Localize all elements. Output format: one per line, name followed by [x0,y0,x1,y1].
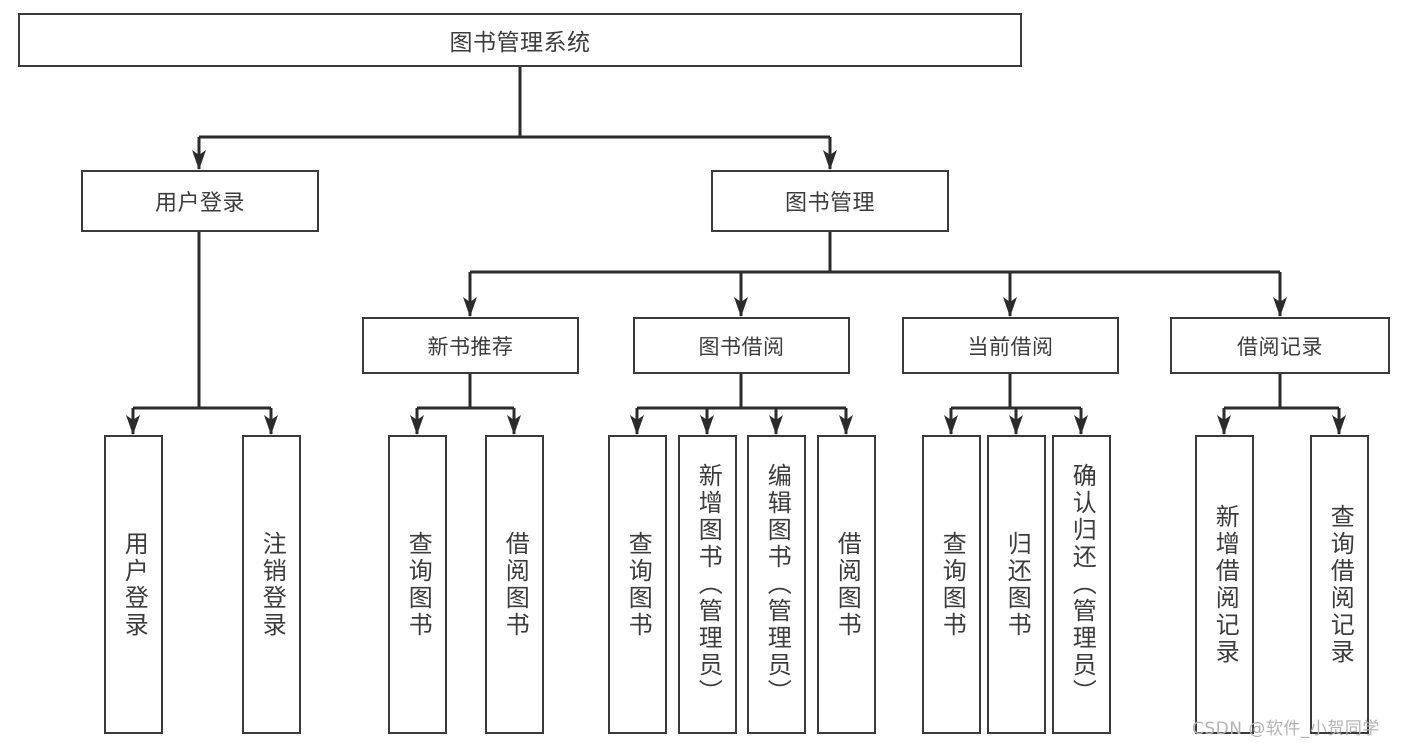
leaf-confirm-return-label: 确认归还（管理员） [1068,463,1097,706]
n-borrow-record[interactable]: 借阅记录 [1170,317,1390,374]
leaf-borrow-book[interactable]: 借阅图书 [817,435,876,734]
c-book-borrow-arrow-0 [630,415,644,435]
c-user-login-arrow-1 [264,415,278,435]
leaf-query-book-rec[interactable]: 查询图书 [388,435,447,734]
c-new-book-rec-arrow-1 [507,415,521,435]
c-book-borrow-arrow-2 [769,415,783,435]
leaf-add-record-label: 新增借阅记录 [1211,503,1240,666]
c-book-manage-arrow-3 [1273,297,1287,317]
leaf-return-book[interactable]: 归还图书 [987,435,1046,734]
leaf-edit-book-label: 编辑图书（管理员） [763,463,792,706]
c-root-arrow-0 [192,150,206,170]
n-current-borrow[interactable]: 当前借阅 [902,317,1119,374]
leaf-query-record-label: 查询借阅记录 [1326,503,1355,666]
leaf-add-book[interactable]: 新增图书（管理员） [678,435,737,734]
c-current-borrow-arrow-1 [1009,415,1023,435]
root[interactable]: 图书管理系统 [18,13,1022,67]
c-new-book-rec-arrow-0 [410,415,424,435]
leaf-add-book-label: 新增图书（管理员） [694,463,723,706]
c-root-arrow-1 [823,150,837,170]
c-current-borrow-arrow-0 [944,415,958,435]
leaf-query-record[interactable]: 查询借阅记录 [1310,435,1369,734]
c-book-borrow-arrow-1 [700,415,714,435]
c-borrow-record-arrow-1 [1332,415,1346,435]
leaf-query-book-label: 查询图书 [624,530,653,639]
n-new-book-rec-label: 新书推荐 [427,334,514,359]
n-current-borrow-label: 当前借阅 [967,334,1054,359]
n-book-manage-label: 图书管理 [784,191,875,216]
leaf-borrow-book-rec-label: 借阅图书 [501,530,530,639]
n-book-borrow[interactable]: 图书借阅 [633,317,850,374]
leaf-borrow-book-label: 借阅图书 [833,530,862,639]
c-borrow-record-arrow-0 [1217,415,1231,435]
n-book-manage[interactable]: 图书管理 [711,170,949,232]
n-borrow-record-label: 借阅记录 [1237,334,1323,359]
leaf-logout[interactable]: 注销登录 [242,435,301,734]
c-book-manage-arrow-2 [1003,297,1017,317]
root-label: 图书管理系统 [449,30,591,56]
c-book-borrow-arrow-3 [839,415,853,435]
leaf-query-book-rec-label: 查询图书 [404,530,433,639]
leaf-query-book-cur[interactable]: 查询图书 [922,435,981,734]
leaf-confirm-return[interactable]: 确认归还（管理员） [1052,435,1111,734]
n-book-borrow-label: 图书借阅 [698,334,785,359]
leaf-logout-label: 注销登录 [258,530,287,639]
leaf-query-book[interactable]: 查询图书 [608,435,667,734]
c-book-manage-arrow-1 [734,297,748,317]
leaf-return-book-label: 归还图书 [1003,530,1032,639]
c-book-manage-arrow-0 [463,297,477,317]
leaf-query-book-cur-label: 查询图书 [938,530,967,639]
leaf-borrow-book-rec[interactable]: 借阅图书 [485,435,544,734]
leaf-edit-book[interactable]: 编辑图书（管理员） [747,435,806,734]
leaf-add-record[interactable]: 新增借阅记录 [1195,435,1254,734]
n-user-login-label: 用户登录 [154,191,245,216]
leaf-user-login-label: 用户登录 [120,530,149,639]
watermark-label: CSDN @软件_小贺同学 [1192,719,1380,739]
c-user-login-arrow-0 [126,415,140,435]
c-current-borrow-arrow-2 [1074,415,1088,435]
n-new-book-rec[interactable]: 新书推荐 [362,317,579,374]
n-user-login[interactable]: 用户登录 [81,170,319,232]
leaf-user-login[interactable]: 用户登录 [104,435,163,734]
